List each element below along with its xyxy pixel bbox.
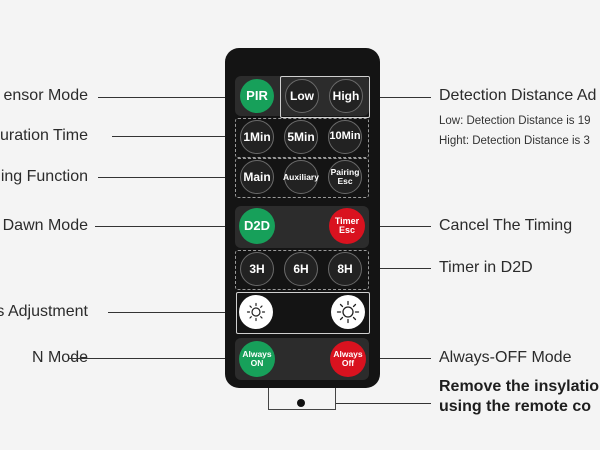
- connector-line: [367, 268, 431, 269]
- brightness-down-button[interactable]: [239, 295, 273, 329]
- 1min-button[interactable]: 1Min: [240, 120, 274, 154]
- 10min-button[interactable]: 10Min: [328, 120, 362, 154]
- connector-line: [98, 97, 240, 98]
- connector-line: [68, 358, 238, 359]
- low-button[interactable]: Low: [285, 79, 319, 113]
- label-pairing-function: ing Function: [0, 168, 88, 185]
- high-button[interactable]: High: [329, 79, 363, 113]
- connector-line: [365, 226, 431, 227]
- connector-line: [336, 403, 431, 404]
- main-button[interactable]: Main: [240, 160, 274, 194]
- brightness-group: [236, 292, 370, 334]
- 3h-button[interactable]: 3H: [240, 252, 274, 286]
- pir-button[interactable]: PIR: [240, 79, 274, 113]
- label-detection-distance: Detection Distance Ad: [439, 87, 597, 104]
- label-high-detection: Hight: Detection Distance is 3: [439, 135, 590, 147]
- label-low-detection: Low: Detection Distance is 19: [439, 115, 591, 127]
- label-dawn-mode: Dawn Mode: [2, 217, 88, 234]
- duration-group: [235, 118, 369, 158]
- pairing-group: [235, 158, 369, 198]
- label-duration-time: Duration Time: [0, 127, 88, 144]
- distance-group: [280, 76, 370, 118]
- always-off-button[interactable]: Always Off: [330, 341, 366, 377]
- label-cancel-timing: Cancel The Timing: [439, 217, 573, 234]
- brightness-up-button[interactable]: [331, 295, 365, 329]
- connector-line: [108, 312, 238, 313]
- always-on-button[interactable]: Always ON: [239, 341, 275, 377]
- connector-line: [95, 226, 238, 227]
- 6h-button[interactable]: 6H: [284, 252, 318, 286]
- label-sensor-mode: ensor Mode: [3, 87, 89, 104]
- brightness-up-icon: [336, 300, 360, 324]
- label-timer-d2d: Timer in D2D: [439, 259, 533, 276]
- tab-marker: [297, 399, 305, 407]
- 8h-button[interactable]: 8H: [328, 252, 362, 286]
- timer-esc-button[interactable]: Timer Esc: [329, 208, 365, 244]
- label-always-off-mode: Always-OFF Mode: [439, 349, 572, 366]
- auxiliary-button[interactable]: Auxiliary: [283, 160, 319, 194]
- label-adjustment: s Adjustment: [0, 303, 88, 320]
- d2d-button[interactable]: D2D: [239, 208, 275, 244]
- label-remove-insulation-2: using the remote co: [439, 398, 592, 415]
- brightness-down-icon: [246, 302, 266, 322]
- remote-control: PIR Low High 1Min 5Min 10Min Main Auxili…: [225, 48, 380, 388]
- label-remove-insulation: Remove the insylatio: [439, 378, 600, 395]
- connector-line: [98, 177, 238, 178]
- connector-line: [368, 97, 431, 98]
- 5min-button[interactable]: 5Min: [284, 120, 318, 154]
- connector-line: [112, 136, 240, 137]
- connector-line: [367, 358, 431, 359]
- label-on-mode: N Mode: [31, 349, 88, 366]
- timer-group: [235, 250, 369, 290]
- pairing-esc-button[interactable]: Pairing Esc: [328, 160, 362, 194]
